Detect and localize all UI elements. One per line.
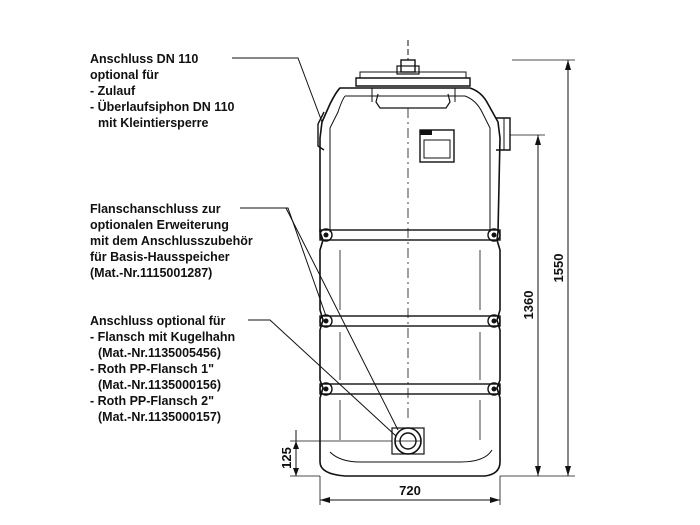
callout-flange-line: (Mat.-Nr.1115001287) (90, 266, 212, 280)
dim-height-upper: 1360 (521, 291, 536, 320)
tank-body (317, 40, 511, 477)
callout-flange: Flanschanschluss zur optionalen Erweiter… (90, 202, 253, 280)
callout-outlet-line: - Flansch mit Kugelhahn (90, 330, 235, 344)
callout-inlet-line: mit Kleintiersperre (98, 116, 209, 130)
callout-flange-line: Flanschanschluss zur (90, 202, 221, 216)
callout-outlet-line: (Mat.-Nr.1135005456) (98, 346, 221, 360)
callout-outlet-line: (Mat.-Nr.1135000156) (98, 378, 221, 392)
dimension-lines (290, 59, 575, 505)
callout-inlet-line: - Überlaufsiphon DN 110 (90, 99, 235, 114)
callout-inlet-line: - Zulauf (90, 84, 136, 98)
callout-outlet-line: - Roth PP-Flansch 2" (90, 394, 214, 408)
flange-band-1 (319, 228, 501, 242)
outlet-fitting (391, 427, 425, 455)
dim-height-total: 1550 (551, 254, 566, 283)
callout-flange-line: optionalen Erweiterung (90, 218, 229, 232)
flange-band-3 (319, 382, 501, 396)
callout-flange-line: für Basis-Hausspeicher (90, 250, 230, 264)
callout-outlet-line: - Roth PP-Flansch 1" (90, 362, 214, 376)
callout-inlet: Anschluss DN 110 optional für - Zulauf -… (90, 52, 235, 130)
callout-outlet-line: Anschluss optional für (90, 314, 226, 328)
callout-inlet-line: optional für (90, 68, 159, 82)
callout-flange-line: mit dem Anschlusszubehör (90, 234, 253, 248)
leader-lines (232, 57, 399, 437)
dim-outlet-height: 125 (279, 447, 294, 469)
callout-outlet-line: (Mat.-Nr.1135000157) (98, 410, 221, 424)
flange-band-2 (319, 314, 501, 328)
dim-width: 720 (399, 483, 421, 498)
callout-inlet-line: Anschluss DN 110 (90, 52, 198, 66)
callout-outlet: Anschluss optional für - Flansch mit Kug… (90, 314, 235, 424)
